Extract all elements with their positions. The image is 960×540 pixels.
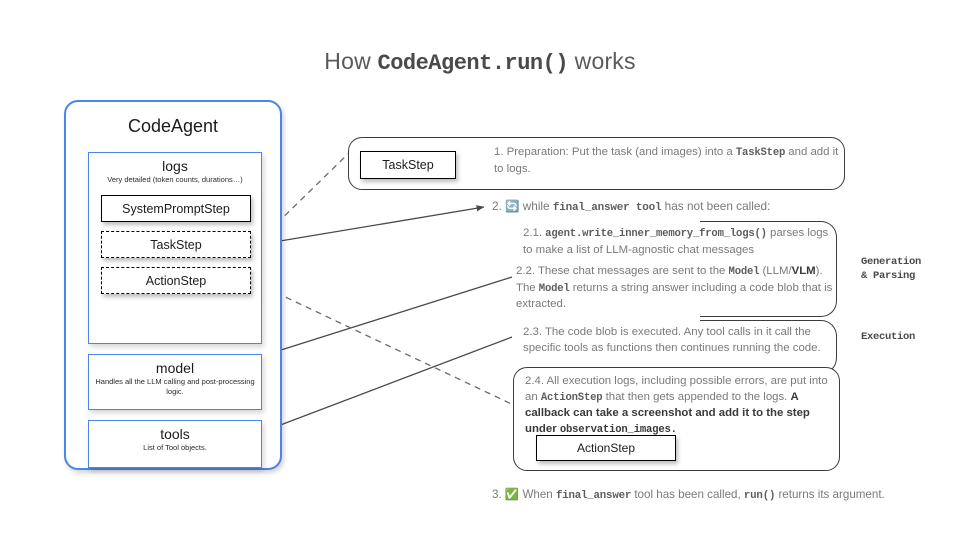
step22-text-b: (LLM/ [759,265,792,277]
step1-number: 1. [494,146,504,158]
counterclockwise-arrows-icon: 🔄 [505,201,520,213]
step22-text: 2.2. These chat messages are sent to the… [516,264,838,313]
step2-code-final-answer-tool: final_answer tool [552,202,662,214]
arrow-step23-to-tools [261,336,513,433]
page-title: How CodeAgent.run() works [0,48,960,76]
step22-number: 2.2. [516,265,535,277]
step24-number: 2.4. [525,375,544,387]
model-title: model [155,360,195,376]
step3-code-final-answer: final_answer [555,490,632,502]
arrow-actionstep-to-logs [261,285,521,409]
step22-text-d: returns a string answer including a code… [516,281,833,311]
tools-box: tools List of Tool objects. [88,420,262,468]
codeagent-title: CodeAgent [127,116,219,136]
label-generation-line1: Generation [861,256,922,268]
step22-code-model-1: Model [728,266,760,278]
step24-actionstep-chip[interactable]: ActionStep [536,435,676,461]
step21-number: 2.1. [523,227,542,239]
step24-code-observation-images: observation_images. [559,423,677,436]
step3-number: 3. [492,488,502,501]
step24-text-b: that then gets appended to the logs. [602,390,791,403]
model-subtitle: Handles all the LLM calling and post-pro… [95,377,255,396]
step21-code-write-inner-memory: agent.write_inner_memory_from_logs() [545,228,767,240]
step23-number: 2.3. [523,326,542,338]
log-item-systempromptstep[interactable]: SystemPromptStep [101,195,251,222]
step22-text-c: ). The [516,265,823,294]
step21-text-a: parses logs to make a list of LLM-agnost… [523,227,829,256]
step3-text: 3. ✅ When final_answer tool has been cal… [492,487,922,505]
step2-text-a: while [522,199,553,213]
logs-title: logs [162,158,188,174]
step3-text-a: When [519,488,556,501]
step1-text-b: and add it to logs. [494,146,839,175]
label-generation-line2: & Parsing [861,270,916,282]
step3-text-c: returns its argument. [775,488,885,501]
step24-bold-callback: A callback can take a screenshot and add… [525,390,810,435]
step24-text-a: All execution logs, including possible e… [525,375,828,403]
step1-taskstep-chip[interactable]: TaskStep [360,151,456,179]
step3-text-b: tool has been called, [631,488,744,501]
step24-text: 2.4. All execution logs, including possi… [525,374,830,438]
codeagent-panel: CodeAgent logs Very detailed (token coun… [64,100,282,470]
step3-code-run: run() [743,490,776,502]
logs-subtitle: Very detailed (token counts, durations…) [107,175,243,184]
page-title-suffix: works [568,48,636,74]
label-execution: Execution [861,331,916,343]
step1-text-a: Preparation: Put the task (and images) i… [503,146,736,158]
step2-text-b: has not been called: [661,199,771,213]
label-generation-parsing: Generation & Parsing [861,255,921,283]
tools-title: tools [160,426,190,442]
white-check-mark-icon: ✅ [504,489,520,501]
page-title-code: CodeAgent.run() [377,51,569,76]
step2-header: 2. 🔄 while final_answer tool has not bee… [492,199,842,217]
logs-box: logs Very detailed (token counts, durati… [88,152,262,344]
step22-text-a: These chat messages are sent to the [535,265,729,277]
step23-text: 2.3. The code blob is executed. Any tool… [523,325,838,356]
arrow-logs-to-step2 [255,205,485,246]
log-item-taskstep[interactable]: TaskStep [101,231,251,258]
step23-text-a: The code blob is executed. Any tool call… [523,326,821,354]
page-title-prefix: How [324,48,378,74]
model-box: model Handles all the LLM calling and po… [88,354,262,410]
arrow-step22-to-model [261,276,513,357]
step1-code-taskstep: TaskStep [735,147,786,159]
log-item-actionstep[interactable]: ActionStep [101,267,251,294]
step2-number: 2. [492,199,502,213]
step24-code-actionstep: ActionStep [540,391,603,404]
step22-code-model-2: Model [538,282,570,295]
step21-text: 2.1. agent.write_inner_memory_from_logs(… [523,226,838,258]
tools-subtitle: List of Tool objects. [143,443,207,452]
step22-bold-vlm: VLM [791,265,816,277]
step1-text: 1. Preparation: Put the task (and images… [494,145,839,177]
